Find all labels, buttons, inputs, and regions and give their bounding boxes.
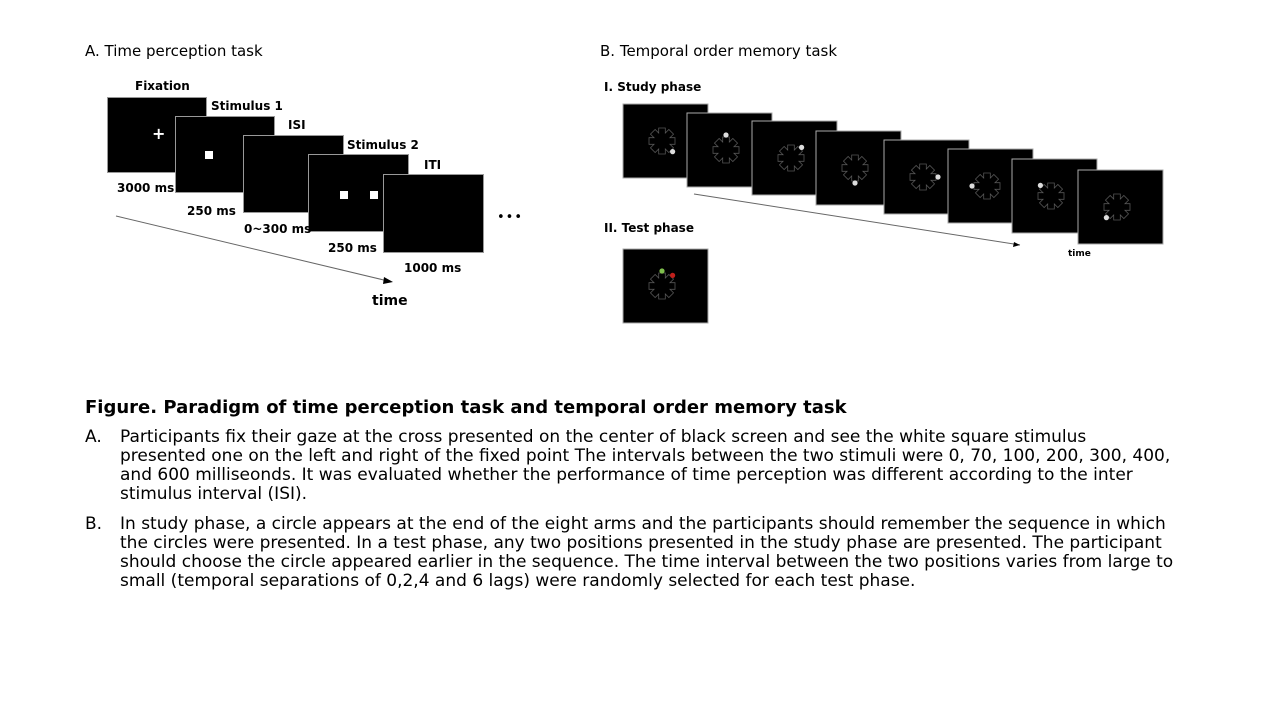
step-label: Stimulus 2 xyxy=(347,138,419,152)
study-frame xyxy=(1077,169,1164,245)
ellipsis: ••• xyxy=(497,210,524,225)
time-arrow xyxy=(115,215,393,284)
study-phase-label: I. Study phase xyxy=(604,80,702,94)
position-circle xyxy=(935,174,941,180)
time-axis-label: time xyxy=(1068,249,1091,259)
eight-arm-maze-icon xyxy=(973,172,1001,200)
position-circle xyxy=(799,144,805,150)
eight-arm-maze-icon xyxy=(841,154,869,182)
study-test-frames xyxy=(622,103,1164,324)
position-circle xyxy=(670,272,676,278)
caption-item-b: B. In study phase, a circle appears at t… xyxy=(85,515,1175,591)
step-label: Fixation xyxy=(135,79,190,93)
square-stimulus xyxy=(205,151,213,159)
panel-b-title: B. Temporal order memory task xyxy=(600,42,838,60)
eight-arm-maze-icon xyxy=(712,136,740,164)
eight-arm-maze-icon xyxy=(648,272,676,300)
step-duration: 250 ms xyxy=(187,204,236,218)
position-circle xyxy=(1103,215,1109,221)
step-label: ITI xyxy=(424,158,442,172)
position-circle xyxy=(670,149,676,155)
eight-arm-maze-icon xyxy=(777,144,805,172)
iti-screen xyxy=(383,174,484,253)
test-phase-label: II. Test phase xyxy=(604,221,694,235)
fixation-cross-icon: + xyxy=(152,124,166,143)
square-stimulus xyxy=(370,191,378,199)
test-frame xyxy=(622,248,709,324)
step-duration: 250 ms xyxy=(328,241,377,255)
step-label: ISI xyxy=(288,118,306,132)
item-text: Participants fix their gaze at the cross… xyxy=(120,427,1171,504)
square-stimulus xyxy=(340,191,348,199)
position-circle xyxy=(659,268,665,274)
step-duration: 1000 ms xyxy=(404,261,462,275)
position-circle xyxy=(723,132,729,138)
item-marker: B. xyxy=(85,514,103,534)
figure-caption: Figure. Paradigm of time perception task… xyxy=(85,397,1175,602)
caption-title: Figure. Paradigm of time perception task… xyxy=(85,397,847,418)
item-text: In study phase, a circle appears at the … xyxy=(120,514,1174,591)
panel-a-title: A. Time perception task xyxy=(85,42,263,60)
position-circle xyxy=(1037,182,1043,188)
eight-arm-maze-icon xyxy=(648,127,676,155)
eight-arm-maze-icon xyxy=(1037,182,1065,210)
step-duration: 3000 ms xyxy=(117,181,175,195)
eight-arm-maze-icon xyxy=(909,163,937,191)
eight-arm-maze-icon xyxy=(1103,193,1131,221)
caption-item-a: A. Participants fix their gaze at the cr… xyxy=(85,428,1175,504)
step-duration: 0~300 ms xyxy=(244,222,312,236)
time-axis-label: time xyxy=(372,293,408,309)
position-circle xyxy=(852,180,858,186)
position-circle xyxy=(969,183,975,189)
item-marker: A. xyxy=(85,427,102,447)
step-label: Stimulus 1 xyxy=(211,99,283,113)
